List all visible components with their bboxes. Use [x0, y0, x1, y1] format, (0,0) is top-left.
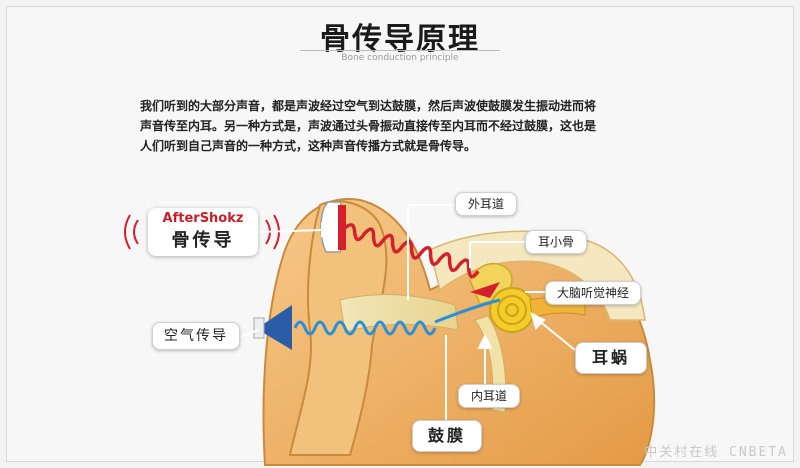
aftershokz-label: AfterShokz 骨传导 — [148, 208, 258, 256]
bone-wave — [343, 223, 480, 279]
outer-ear-canal-label: 外耳道 — [455, 192, 517, 216]
title-divider — [300, 50, 500, 51]
air-wave — [293, 320, 437, 336]
outer-ear — [288, 200, 388, 456]
bone-wave-arrow — [470, 282, 500, 298]
page-subtitle: Bone conduction principle — [341, 53, 459, 63]
ossicles-label: 耳小骨 — [525, 230, 587, 254]
paragraph-line: 声音传至内耳。另一种方式是，声波通过头骨振动直接传至内耳而不经过鼓膜，这也是 — [140, 119, 597, 133]
description-paragraph: 我们听到的大部分声音，都是声波经过空气到达鼓膜，然后声波使鼓膜发生振动进而将 声… — [140, 96, 660, 156]
transducer-red — [338, 205, 346, 250]
auditory-nerve-label: 大脑听觉神经 — [545, 281, 641, 305]
ear-canal — [339, 294, 459, 333]
air-wave-extension — [434, 298, 501, 324]
page-title: 骨传导原理 — [320, 22, 480, 57]
cochlea-shape — [489, 287, 535, 333]
inner-ear-canal-label: 内耳道 — [458, 384, 520, 408]
sound-arcs-left — [124, 214, 139, 250]
aftershokz-logo: AfterShokz — [162, 211, 244, 226]
bone-conduction-label: 骨传导 — [171, 230, 235, 251]
cochlea-label: 耳蜗 — [575, 342, 647, 374]
air-conduction-label: 空气传导 — [152, 322, 240, 350]
paragraph-line: 我们听到的大部分声音，都是声波经过空气到达鼓膜，然后声波使鼓膜发生振动进而将 — [140, 99, 597, 113]
speaker-cone — [262, 305, 292, 350]
eardrum-label: 鼓膜 — [412, 420, 482, 452]
paragraph-line: 人们听到自己声音的一种方式，这种声音传播方式就是骨传导。 — [140, 139, 477, 153]
watermark: 中关村在线 CNBETA — [644, 445, 788, 460]
speaker-body — [253, 317, 265, 339]
